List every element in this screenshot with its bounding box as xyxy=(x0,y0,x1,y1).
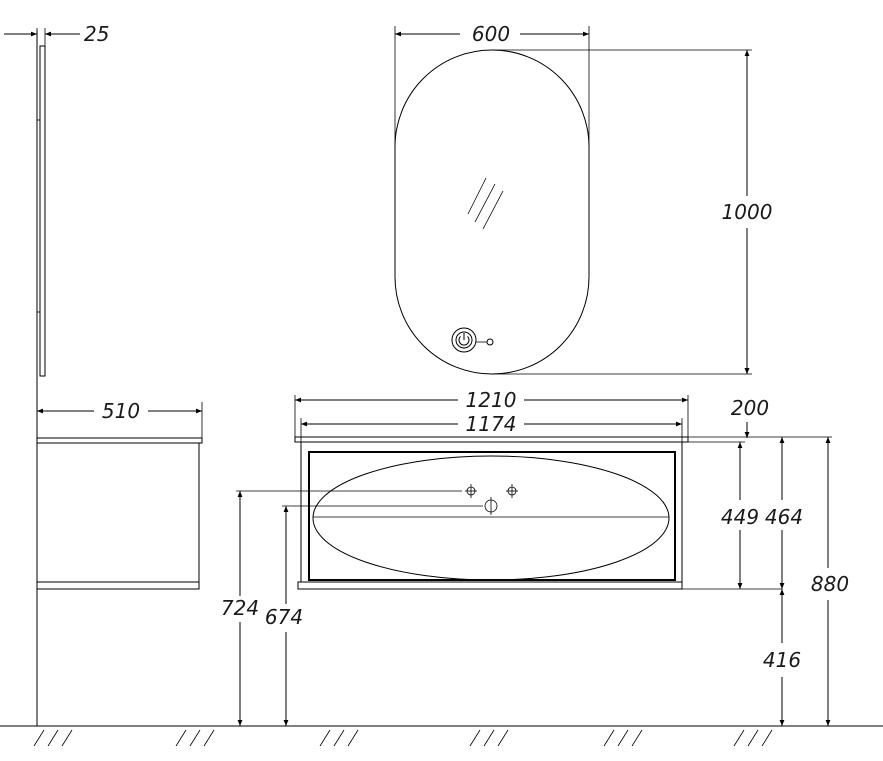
dim-mirror-gap: 200 xyxy=(731,352,769,438)
countertop xyxy=(294,436,689,443)
mirror-side-profile xyxy=(39,45,46,377)
dim-text-drawer-height: 449 xyxy=(721,505,759,529)
mirror-glass-hatch-icon xyxy=(467,177,504,230)
dim-text-tap-height-high: 724 xyxy=(221,596,259,620)
front-mirror xyxy=(394,49,590,375)
oval-basin xyxy=(312,455,670,581)
dim-text-mirror-width: 600 xyxy=(472,22,510,46)
dim-text-tap-height-low: 674 xyxy=(265,605,303,629)
dim-total-height: 880 xyxy=(811,437,849,726)
dim-cabinet-width: 1174 xyxy=(300,412,683,442)
power-touch-switch-icon xyxy=(451,327,494,353)
dim-cabinet-depth: 510 xyxy=(37,399,203,438)
dim-floor-to-cabinet: 416 xyxy=(763,589,801,726)
cabinet-plinth xyxy=(297,581,683,590)
tap-hot-icon xyxy=(465,484,477,498)
dim-tap-height-low: 674 xyxy=(265,505,483,726)
front-cabinet xyxy=(294,436,832,590)
dim-text-total-height: 880 xyxy=(811,572,849,596)
side-view: 25 510 xyxy=(4,22,203,726)
dim-mirror-width: 600 xyxy=(394,22,590,190)
dim-text-top-width: 1210 xyxy=(466,388,517,412)
tap-cold-icon xyxy=(506,484,518,498)
dim-mirror-height: 1000 xyxy=(492,49,773,375)
dim-text-cabinet-height: 464 xyxy=(765,505,803,529)
side-cabinet-body xyxy=(36,442,200,590)
dim-cabinet-height: 464 xyxy=(765,437,803,589)
dim-text-mirror-height: 1000 xyxy=(722,200,773,224)
dim-text-floor-to-cabinet: 416 xyxy=(763,648,801,672)
floor-hatch xyxy=(33,729,773,747)
drain-outlet-icon xyxy=(484,497,498,515)
floor xyxy=(0,725,883,747)
dim-text-cabinet-width: 1174 xyxy=(466,412,517,436)
dim-text-mirror-depth: 25 xyxy=(84,22,109,46)
dim-text-mirror-gap: 200 xyxy=(731,396,769,420)
side-countertop xyxy=(36,437,203,444)
dim-text-cabinet-depth: 510 xyxy=(102,399,140,423)
side-cabinet-base xyxy=(36,581,200,590)
dim-drawer-height: 449 xyxy=(682,441,759,589)
dim-tap-height-high: 724 xyxy=(221,490,462,726)
dim-top-width: 1210 xyxy=(294,388,689,437)
dim-mirror-depth: 25 xyxy=(4,22,109,46)
